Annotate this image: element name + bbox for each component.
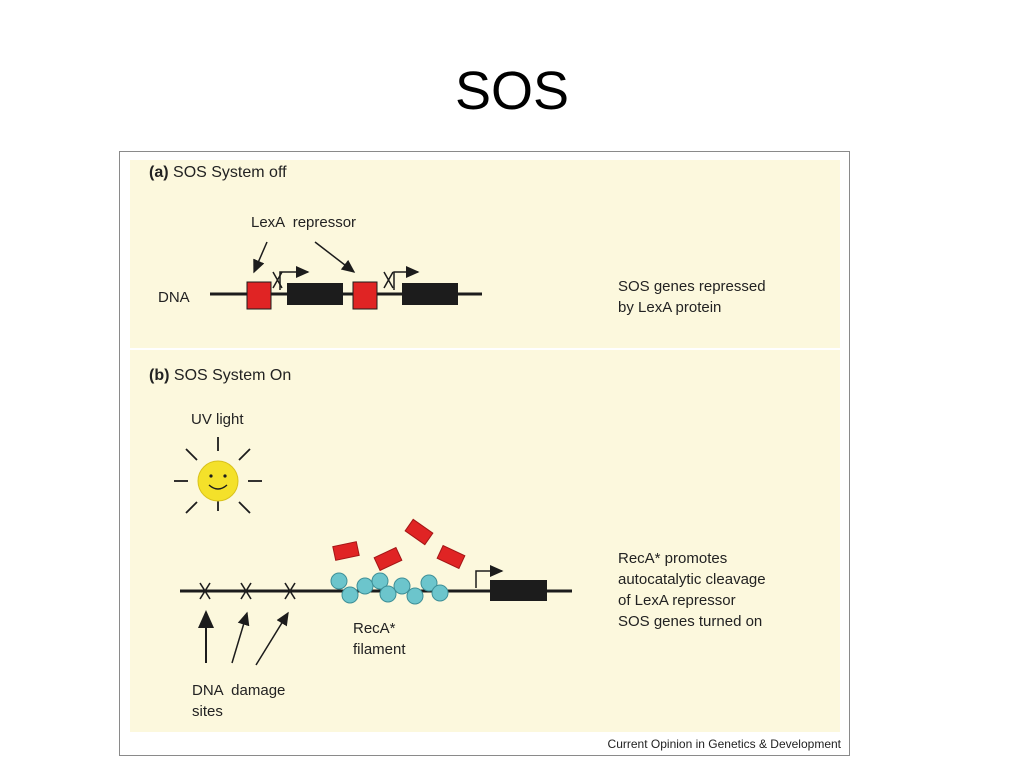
reca-filament — [331, 573, 448, 604]
lexa-fragment-1 — [333, 542, 359, 561]
panel-b-diagram — [130, 350, 840, 732]
gene-block-active — [490, 580, 547, 601]
slide-title: SOS — [0, 60, 1024, 122]
figure-frame: (a) SOS System off LexA repressor DNA SO… — [119, 151, 850, 756]
repressor-arrow-1 — [254, 242, 267, 272]
lexa-fragment-4 — [437, 546, 465, 569]
panel-sos-off: (a) SOS System off LexA repressor DNA SO… — [130, 160, 840, 348]
gene-block-2 — [402, 283, 458, 305]
cleaved-lexa-fragments — [333, 519, 465, 570]
gene-block-1 — [287, 283, 343, 305]
lexa-repressor-1 — [247, 282, 271, 309]
figure-credit: Current Opinion in Genetics & Developmen… — [608, 737, 841, 751]
panel-sos-on: (b) SOS System On UV light RecA* filamen… — [130, 350, 840, 732]
lexa-fragment-3 — [405, 519, 433, 544]
lexa-repressor-2 — [353, 282, 377, 309]
damage-arrow-3 — [256, 613, 288, 665]
sun-icon — [174, 437, 262, 513]
panel-a-diagram — [130, 160, 840, 348]
repressor-arrow-2 — [315, 242, 354, 272]
lexa-fragment-2 — [374, 548, 402, 571]
damage-arrow-2 — [232, 613, 247, 663]
